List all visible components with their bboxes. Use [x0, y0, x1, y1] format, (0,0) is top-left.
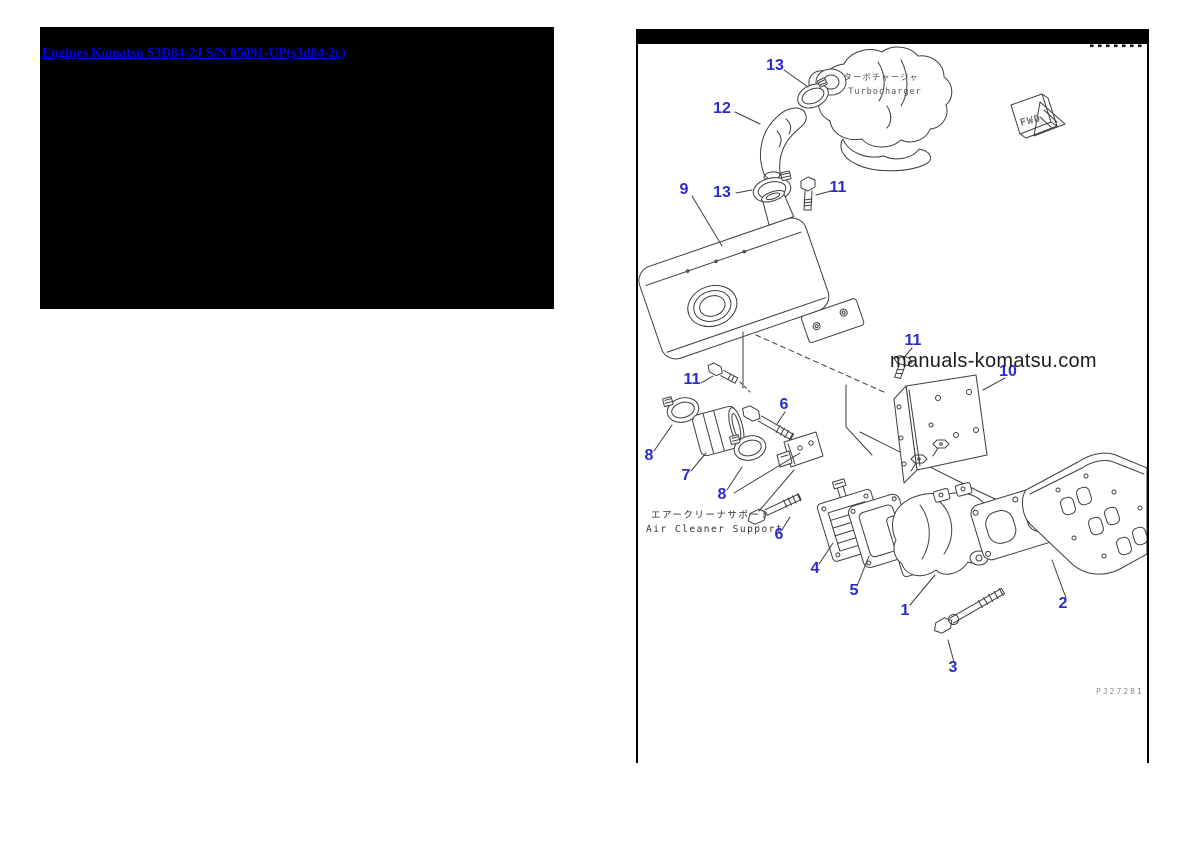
leader-lines [654, 70, 1066, 662]
plate-code: PJ27281 [1096, 687, 1144, 696]
part-callout-13-lower[interactable]: 13 [713, 184, 731, 201]
bolt-11-left-drawing [706, 361, 750, 392]
clamp-8-left-drawing [662, 390, 701, 426]
elbow-hose-drawing [760, 108, 806, 181]
part-callout-8-left[interactable]: 8 [644, 447, 654, 464]
fwd-label: FWD [1019, 113, 1042, 128]
clamp-8-right-drawing [729, 428, 768, 464]
part-callout-1[interactable]: 1 [900, 602, 910, 619]
part-callout-7[interactable]: 7 [681, 467, 691, 484]
air-cleaner-support-label-jp: エアークリーナサポート [651, 510, 771, 521]
part-callout-11-top[interactable]: 11 [829, 179, 847, 196]
model-breadcrumb-link[interactable]: Engines Komatsu S3D84-2J S/N 05091-UP(s3… [42, 45, 346, 60]
parts-diagram-panel: ターボチャージャ Turbocharger FWD [636, 29, 1149, 764]
bolt-11-mid-drawing [891, 355, 913, 380]
bracket-drawing [894, 375, 987, 483]
part-callout-13-upper[interactable]: 13 [766, 57, 784, 74]
bolt-11-top-drawing [801, 177, 815, 210]
redacted-banner-region [40, 27, 554, 309]
part-callout-12[interactable]: 12 [713, 100, 731, 117]
registration-dots [1090, 44, 1142, 47]
part-callout-6-upper[interactable]: 6 [779, 396, 789, 413]
exploded-view-drawing: ターボチャージャ Turbocharger FWD [638, 44, 1147, 696]
turbocharger-drawing: ターボチャージャ Turbocharger [809, 47, 952, 171]
part-callout-11-mid[interactable]: 11 [904, 332, 922, 349]
site-watermark: manuals-komatsu.com [890, 350, 1097, 372]
bolt-6-lower-drawing [746, 491, 803, 526]
turbocharger-label-jp: ターボチャージャ [843, 73, 918, 83]
air-cleaner-drawing [638, 177, 865, 389]
diagram-canvas: ターボチャージャ Turbocharger FWD [636, 44, 1149, 763]
air-cleaner-support-drawing [777, 432, 823, 467]
air-cleaner-support-label-en: Air Cleaner Support [646, 524, 783, 535]
part-callout-6-lower[interactable]: 6 [774, 526, 784, 543]
fwd-direction-icon: FWD [1011, 94, 1065, 138]
hose-clamp-upper-drawing [794, 78, 834, 113]
diagram-top-border [636, 29, 1149, 44]
part-callout-4[interactable]: 4 [810, 560, 820, 577]
turbocharger-label-en: Turbocharger [848, 87, 921, 97]
part-callout-5[interactable]: 5 [849, 582, 859, 599]
part-callout-11-left[interactable]: 11 [683, 371, 701, 388]
bolt-3-drawing [931, 586, 1005, 636]
bolt-6-upper-drawing [740, 403, 795, 442]
part-callout-10[interactable]: 10 [999, 363, 1017, 380]
part-callout-3[interactable]: 3 [948, 659, 958, 676]
part-callout-2[interactable]: 2 [1058, 595, 1068, 612]
part-callout-9[interactable]: 9 [679, 181, 689, 198]
part-callout-8-right[interactable]: 8 [717, 486, 727, 503]
cylinder-head-drawing [1023, 453, 1147, 574]
